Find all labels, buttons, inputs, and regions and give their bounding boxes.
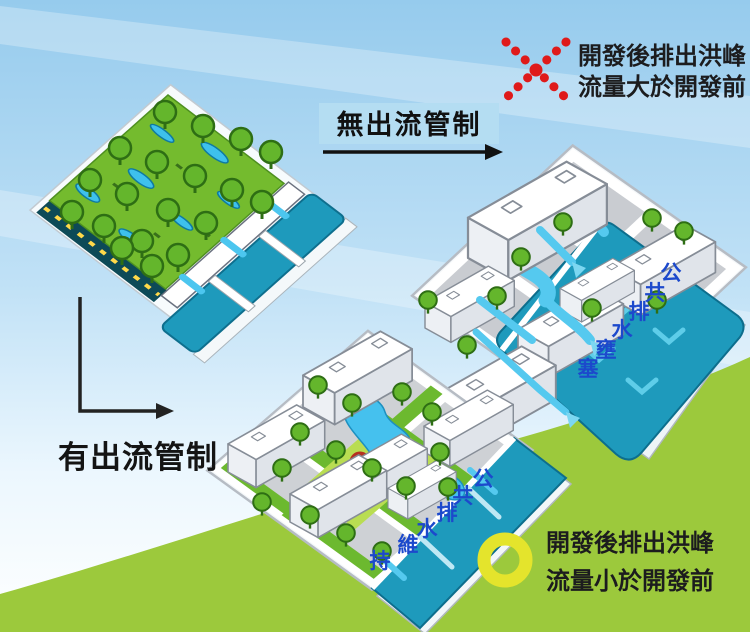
- river-char: 維: [398, 533, 419, 557]
- good-result-callout: 開發後排出洪峰 流量小於開發前: [477, 529, 714, 595]
- culvert-outlets: [417, 484, 502, 570]
- river-char: 共: [453, 484, 474, 508]
- red-dotted-x-icon: [501, 37, 571, 103]
- bad-result-callout: 開發後排出洪峰 流量大於開發前: [501, 37, 746, 103]
- river-char: 水: [612, 318, 634, 342]
- good-result-line2: 流量小於開發前: [546, 567, 714, 595]
- river-char: 壅: [596, 338, 617, 362]
- river-char: 水: [417, 517, 439, 541]
- street-runoff: [472, 226, 595, 416]
- sun-ray: [0, 6, 750, 148]
- good-result-line1: 開發後排出洪峰: [546, 529, 714, 557]
- river-char: 排: [629, 300, 650, 324]
- river-annotation-blocked: 公 共 排 水 壅 塞: [578, 261, 682, 381]
- river-char: 公: [473, 467, 494, 491]
- no-control-label: 無出流管制: [337, 110, 482, 141]
- river-char: 公: [661, 261, 682, 285]
- bad-result-line2: 流量大於開發前: [578, 73, 746, 101]
- with-control-callout: 有出流管制: [58, 297, 218, 476]
- with-control-label: 有出流管制: [58, 440, 218, 476]
- developed-block-controlled: 公 共 排 水 維 持: [205, 329, 573, 632]
- developed-block-uncontrolled: 公 共 排 水 壅 塞: [410, 143, 748, 461]
- elbow-arrow-icon: [78, 297, 174, 419]
- river-char: 共: [645, 281, 666, 305]
- controlled-runoff: [379, 467, 498, 581]
- no-control-callout: 無出流管制: [319, 103, 503, 160]
- river: [161, 193, 345, 353]
- river-char: 持: [370, 549, 391, 573]
- right-arrow-icon: [323, 144, 503, 160]
- river-char: 塞: [578, 357, 600, 381]
- river-annotation-maintained: 公 共 排 水 維 持: [370, 467, 494, 573]
- bad-result-line1: 開發後排出洪峰: [578, 42, 746, 70]
- river-char: 排: [437, 501, 458, 525]
- yellow-ring-icon: [477, 532, 533, 588]
- pre-development-parcel: [28, 83, 358, 364]
